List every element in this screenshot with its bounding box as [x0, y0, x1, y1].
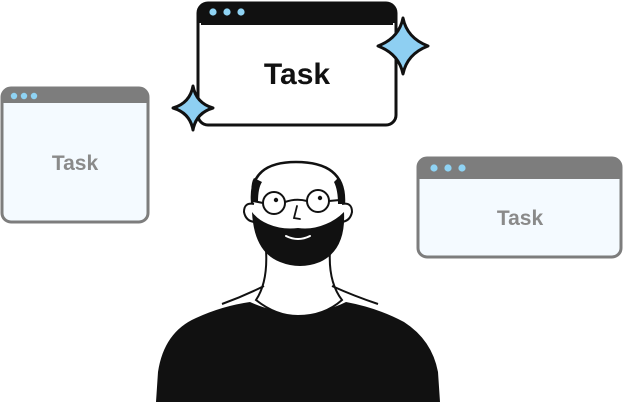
window-control-dots-icon	[209, 8, 245, 16]
task-window-right: Task	[416, 156, 623, 259]
person-shoulder-line-right	[331, 285, 379, 305]
person-eye-right	[317, 195, 323, 201]
task-window-top-label: Task	[264, 58, 330, 91]
person-neck	[254, 249, 344, 318]
task-window-right-label: Task	[497, 207, 544, 230]
person-shoulder-line-left	[221, 285, 265, 305]
person-hair-left	[251, 178, 262, 202]
person-hair-right	[334, 178, 344, 204]
sparkle-icon	[171, 84, 215, 132]
window-control-dots-icon	[430, 164, 466, 172]
person-nose	[292, 205, 301, 220]
task-window-top: Task	[196, 1, 398, 127]
person-mouth	[285, 235, 311, 240]
glasses-icon	[252, 189, 341, 215]
task-window-left: Task	[0, 86, 150, 224]
person-shirt	[156, 302, 440, 402]
window-control-dots-icon	[10, 92, 38, 100]
person-eye-left	[273, 197, 279, 203]
sparkle-icon	[376, 16, 430, 76]
task-window-left-label: Task	[52, 152, 99, 175]
person-illustration	[156, 160, 440, 402]
